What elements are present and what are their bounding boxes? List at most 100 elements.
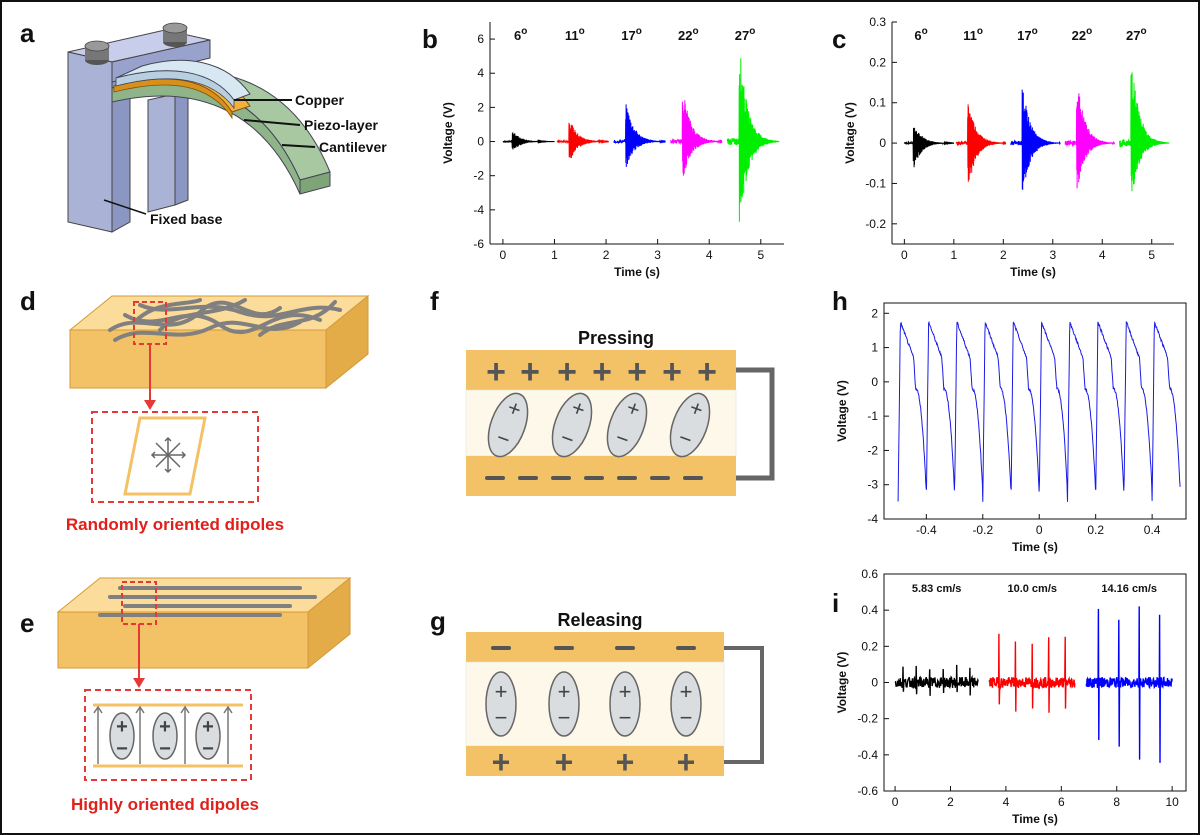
panel-letter-f: f xyxy=(430,286,439,316)
y-tick-label: -3 xyxy=(867,478,878,492)
y-axis-label: Voltage (V) xyxy=(835,652,849,714)
y-tick-label: 0.4 xyxy=(861,603,878,617)
series-line xyxy=(1085,606,1173,763)
x-tick-label: 0 xyxy=(1036,523,1043,537)
y-tick-label: 0.3 xyxy=(869,15,886,29)
y-tick-label: 0.2 xyxy=(869,55,886,69)
y-tick-label: -0.6 xyxy=(857,784,878,798)
x-tick-label: 6 xyxy=(1058,795,1065,809)
panel-letter-d: d xyxy=(20,286,36,316)
random-dipoles-icon xyxy=(150,436,187,474)
series-line xyxy=(894,664,979,696)
minus-sign: − xyxy=(495,705,508,730)
y-tick-label: -0.1 xyxy=(865,176,886,190)
caption-oriented-dipoles: Highly oriented dipoles xyxy=(71,795,259,814)
y-tick-label: 0 xyxy=(871,375,878,389)
plus-sign: + xyxy=(202,716,214,738)
releasing-title: Releasing xyxy=(557,610,642,630)
caption-random-dipoles: Randomly oriented dipoles xyxy=(66,515,284,534)
speed-annotation: 10.0 cm/s xyxy=(1007,583,1057,595)
y-tick-label: -2 xyxy=(867,443,878,457)
panel-d-slab xyxy=(68,294,370,503)
panel-letter-a: a xyxy=(20,18,35,48)
y-tick-label: -4 xyxy=(473,203,484,217)
y-tick-label: 0.2 xyxy=(861,639,878,653)
bolt-icon xyxy=(84,40,110,65)
x-tick-label: 0 xyxy=(892,795,899,809)
minus-sign: − xyxy=(116,738,128,760)
x-tick-label: 10 xyxy=(1165,795,1179,809)
x-tick-label: 4 xyxy=(1003,795,1010,809)
series-line xyxy=(670,100,723,176)
series-line xyxy=(903,127,955,168)
label-fixed-base: Fixed base xyxy=(150,211,223,227)
y-tick-label: 2 xyxy=(477,100,484,114)
y-tick-label: 0 xyxy=(879,136,886,150)
x-tick-label: 0.4 xyxy=(1144,523,1161,537)
x-tick-label: -0.2 xyxy=(972,523,993,537)
panel-letter-i: i xyxy=(832,588,839,618)
panel-letter-b: b xyxy=(422,24,438,54)
y-axis-label: Voltage (V) xyxy=(843,102,857,164)
plus-sign: + xyxy=(680,679,693,704)
series-line xyxy=(556,122,610,159)
minus-sign: − xyxy=(202,738,214,760)
label-copper: Copper xyxy=(295,92,345,108)
y-tick-label: -0.2 xyxy=(857,712,878,726)
series-line xyxy=(1010,89,1061,190)
panel-letter-g: g xyxy=(430,606,446,636)
y-tick-label: -2 xyxy=(473,169,484,183)
series-line xyxy=(988,633,1076,713)
plus-sign: + xyxy=(492,744,511,780)
panel-e-slab: + − + − + − xyxy=(56,576,352,781)
y-tick-label: 0.1 xyxy=(869,96,886,110)
plus-sign: + xyxy=(557,353,577,391)
x-tick-label: 4 xyxy=(706,248,713,262)
aligned-field-arrows-icon xyxy=(93,705,233,764)
x-axis-label: Time (s) xyxy=(1012,812,1058,826)
plus-sign: + xyxy=(592,353,612,391)
plus-sign: + xyxy=(555,744,574,780)
x-tick-label: 1 xyxy=(950,248,957,262)
x-tick-label: 3 xyxy=(654,248,661,262)
x-axis-label: Time (s) xyxy=(614,265,660,279)
y-tick-label: -6 xyxy=(473,237,484,251)
y-tick-label: -0.2 xyxy=(865,217,886,231)
series-line xyxy=(1119,72,1170,192)
x-tick-label: 2 xyxy=(603,248,610,262)
panel-g-releasing-diagram: + + + + + − + − + − + − xyxy=(465,632,764,780)
minus-sign: − xyxy=(159,738,171,760)
minus-sign: − xyxy=(619,705,632,730)
y-tick-label: 0 xyxy=(871,676,878,690)
plus-sign: + xyxy=(558,679,571,704)
plus-sign: + xyxy=(486,353,506,391)
x-axis-label: Time (s) xyxy=(1012,540,1058,554)
y-axis-label: Voltage (V) xyxy=(835,380,849,442)
minus-sign: − xyxy=(558,705,571,730)
plot-frame xyxy=(883,302,1187,520)
panel-letter-c: c xyxy=(832,24,846,54)
plus-sign: + xyxy=(495,679,508,704)
plus-sign: + xyxy=(616,744,635,780)
series-line xyxy=(502,132,555,150)
minus-sign: − xyxy=(680,705,693,730)
y-tick-label: 0 xyxy=(477,135,484,149)
y-tick-label: -1 xyxy=(867,409,878,423)
x-tick-label: 0 xyxy=(901,248,908,262)
plus-sign: + xyxy=(662,353,682,391)
plus-sign: + xyxy=(116,716,128,738)
y-tick-label: 4 xyxy=(477,66,484,80)
y-axis-label: Voltage (V) xyxy=(441,102,455,164)
x-tick-label: 3 xyxy=(1049,248,1056,262)
x-tick-label: 0 xyxy=(500,248,507,262)
series-line xyxy=(726,58,780,222)
y-tick-label: -0.4 xyxy=(857,748,878,762)
x-tick-label: 5 xyxy=(757,248,764,262)
x-tick-label: 4 xyxy=(1099,248,1106,262)
plus-sign: + xyxy=(677,744,696,780)
label-piezo-layer: Piezo-layer xyxy=(304,117,378,133)
plus-sign: + xyxy=(520,353,540,391)
y-tick-label: 1 xyxy=(871,341,878,355)
label-cantilever: Cantilever xyxy=(319,139,387,155)
x-tick-label: 2 xyxy=(1000,248,1007,262)
